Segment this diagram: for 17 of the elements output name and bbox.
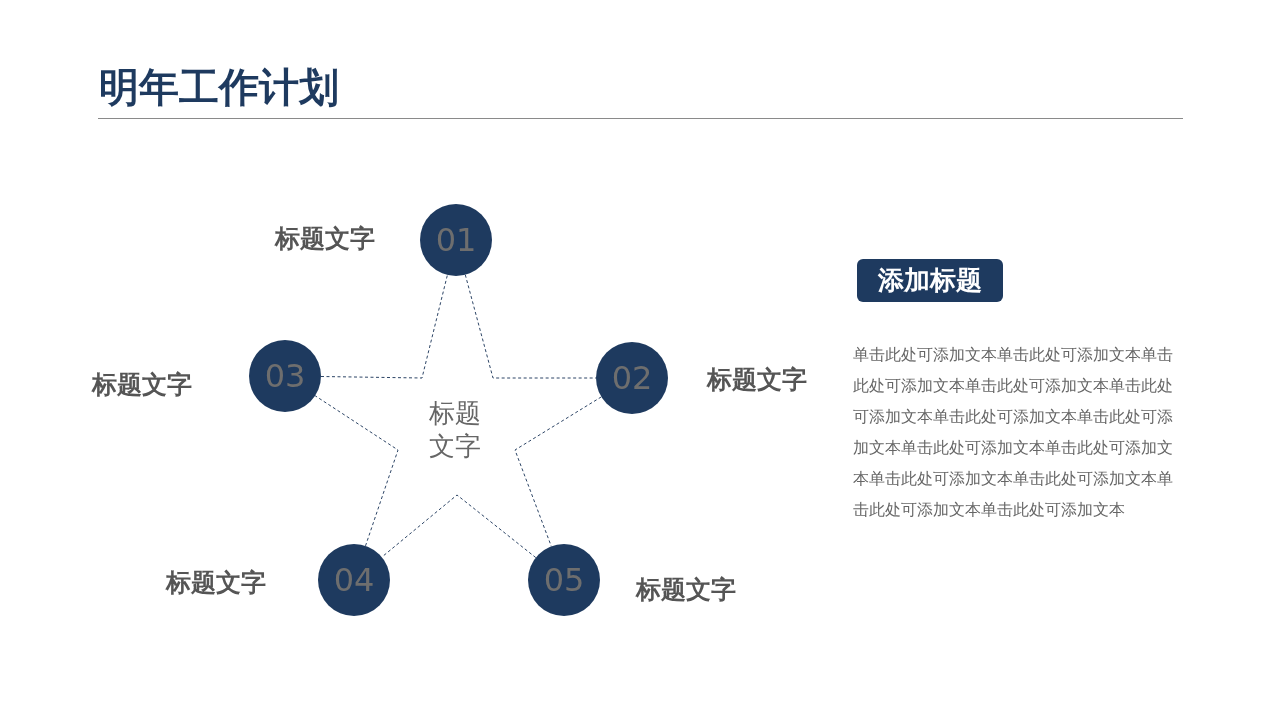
center-label: 标题文字 — [428, 397, 482, 463]
heading-text: 标题文字 — [275, 226, 375, 251]
number-label: 05 — [543, 564, 585, 596]
body-text: 单击此处可添加文本单击此处可添加文本单击此处可添加文本单击此处可添加文本单击此处可添加文本单击此处可添加文本单击此处可添加文本单击此处可添加文本单击此处可添加文本单击此处可添加文本单击此处可添加文本单击此处可添加文本单击此处可添加文本 — [853, 344, 1174, 521]
heading-text: 标题文字 — [636, 577, 736, 602]
dashed-line — [514, 396, 602, 547]
heading-text: 标题文字 — [707, 367, 807, 392]
page-title: 明年工作计划 — [99, 63, 339, 112]
heading-tag: 添加标题 — [857, 259, 1003, 302]
dashed-line — [320, 274, 448, 379]
number-label: 04 — [333, 564, 375, 596]
number-label: 03 — [264, 360, 306, 392]
heading-text: 标题文字 — [166, 570, 266, 595]
number-label: 01 — [435, 224, 477, 256]
heading-text: 标题文字 — [92, 372, 192, 397]
dashed-line — [381, 494, 537, 559]
number-label: 02 — [611, 362, 653, 394]
